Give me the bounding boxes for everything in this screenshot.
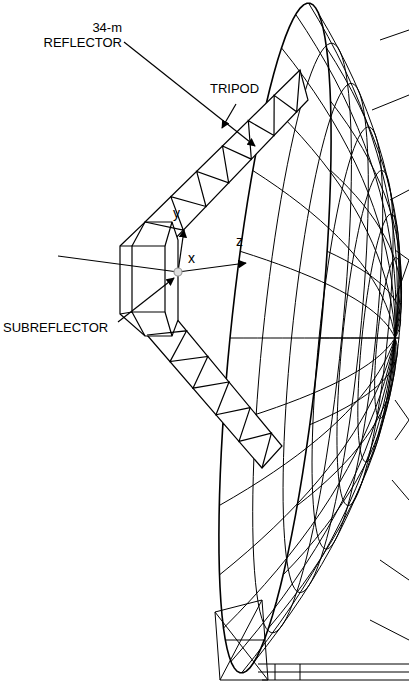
reflector-rib	[242, 338, 396, 673]
y-axis-arrow	[178, 230, 184, 272]
apex-frame	[120, 222, 172, 336]
coordinate-axes	[58, 230, 246, 276]
reflector-rib	[320, 338, 399, 339]
leader-line	[118, 278, 174, 322]
x-axis-line	[58, 256, 178, 272]
subreflector-dot	[174, 268, 182, 276]
reflector-rib	[268, 338, 395, 628]
truss-lacing	[145, 70, 300, 230]
truss-lacing	[147, 331, 271, 468]
reflector-rib	[254, 338, 395, 662]
reflector-rib	[219, 338, 395, 575]
axis-label: y	[173, 206, 180, 221]
reflector-rib	[327, 251, 400, 338]
reflector-rib	[240, 251, 395, 338]
reflector-rib	[309, 3, 398, 338]
tripod-leg	[145, 70, 308, 242]
reflector-rib	[331, 171, 402, 339]
base-beam	[258, 664, 409, 680]
reflector-rib	[253, 171, 395, 339]
tripod-leg	[147, 318, 282, 468]
reflector-rib	[223, 338, 395, 628]
axis-label: x	[188, 251, 195, 266]
leader-line	[222, 104, 236, 128]
tripod-structure	[120, 70, 308, 468]
part-label: TRIPOD	[210, 81, 259, 96]
part-label: SUBREFLECTOR	[3, 320, 108, 335]
reflector-wireframe	[219, 3, 402, 673]
axis-label: z	[236, 234, 243, 249]
support-structure	[215, 30, 409, 680]
base-truss	[215, 600, 268, 680]
backing-truss	[370, 30, 409, 640]
apex-frame	[132, 246, 165, 312]
part-label: 34-m REFLECTOR	[30, 20, 122, 50]
reflector-rib	[327, 48, 401, 338]
reflector-rib	[331, 101, 402, 338]
apex-housing	[120, 222, 178, 336]
